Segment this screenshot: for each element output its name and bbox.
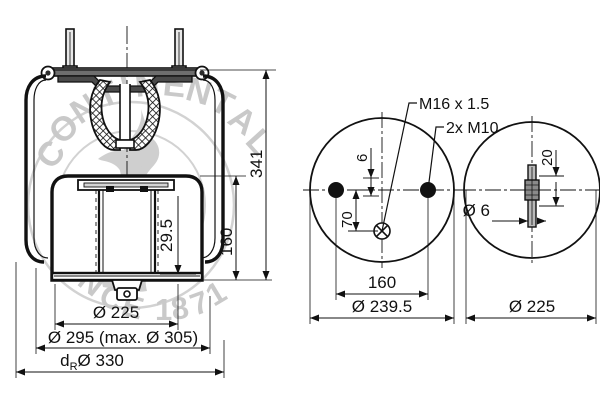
dim-29-5-label: 29.5 bbox=[157, 219, 176, 252]
dimension-plate-diameter-225: Ø 225 bbox=[465, 190, 597, 324]
dim-160-bc-label: 160 bbox=[368, 273, 396, 292]
dim-160-label: 160 bbox=[217, 228, 236, 256]
label-m16: M16 x 1.5 bbox=[419, 96, 489, 113]
dimension-piston-diameter: Ø 225 bbox=[54, 284, 179, 330]
top-end-plate-view: 6 70 M16 x 1.5 2x M10 160 bbox=[303, 96, 499, 324]
dim-330-prefix: d bbox=[60, 351, 69, 370]
dim-70-label: 70 bbox=[339, 211, 356, 228]
main-section-view: 29.5 160 341 Ø 225 Ø 295 (max. Ø 30 bbox=[15, 26, 276, 378]
piston-body bbox=[50, 174, 204, 301]
bottom-piston-view: 20 Ø 6 Ø 225 bbox=[460, 116, 600, 324]
dimension-bore-6: Ø 6 bbox=[463, 201, 546, 225]
dim-20-label: 20 bbox=[539, 149, 556, 166]
center-bolt-icon bbox=[524, 164, 540, 228]
leader-m16: M16 x 1.5 bbox=[381, 96, 489, 232]
dim-225-bottom-label: Ø 225 bbox=[509, 297, 555, 316]
dimension-offset-6: 6 bbox=[354, 148, 379, 197]
dim-239-5-label: Ø 239.5 bbox=[352, 297, 413, 316]
dimension-offset-70: 70 bbox=[339, 189, 378, 232]
dimension-bolt-circle-160: 160 bbox=[335, 198, 429, 300]
dimension-overall-height: 341 bbox=[200, 69, 276, 280]
leader-m10: 2x M10 bbox=[427, 120, 499, 191]
top-cover-plate bbox=[40, 65, 210, 93]
dim-6-label: 6 bbox=[354, 154, 371, 162]
dimension-bellows-diameter: Ø 295 (max. Ø 305) bbox=[35, 268, 211, 354]
bellows-outer-wall bbox=[24, 74, 225, 264]
dim-225-label: Ø 225 bbox=[93, 303, 139, 322]
dim-330-label: dRØ 330 bbox=[60, 351, 124, 373]
wm-letter2: 1 bbox=[155, 292, 174, 327]
dimension-plate-diameter-239: Ø 239.5 bbox=[309, 190, 455, 324]
rubber-bellows bbox=[89, 79, 161, 151]
dim-330-value: Ø 330 bbox=[78, 351, 124, 370]
dimension-piston-height: 160 bbox=[200, 175, 272, 281]
stud-hole-left bbox=[328, 182, 344, 198]
label-m10: 2x M10 bbox=[446, 120, 499, 137]
dim-330-subscript: R bbox=[70, 361, 78, 373]
dim-341-label: 341 bbox=[247, 150, 266, 178]
dimension-max-diameter: dRØ 330 bbox=[15, 262, 225, 378]
dimension-bead-height: 29.5 bbox=[157, 196, 196, 275]
dim-6-bore-label: Ø 6 bbox=[463, 201, 490, 220]
dim-295-label: Ø 295 (max. Ø 305) bbox=[48, 328, 198, 347]
dimension-offset-20: 20 bbox=[539, 149, 564, 207]
